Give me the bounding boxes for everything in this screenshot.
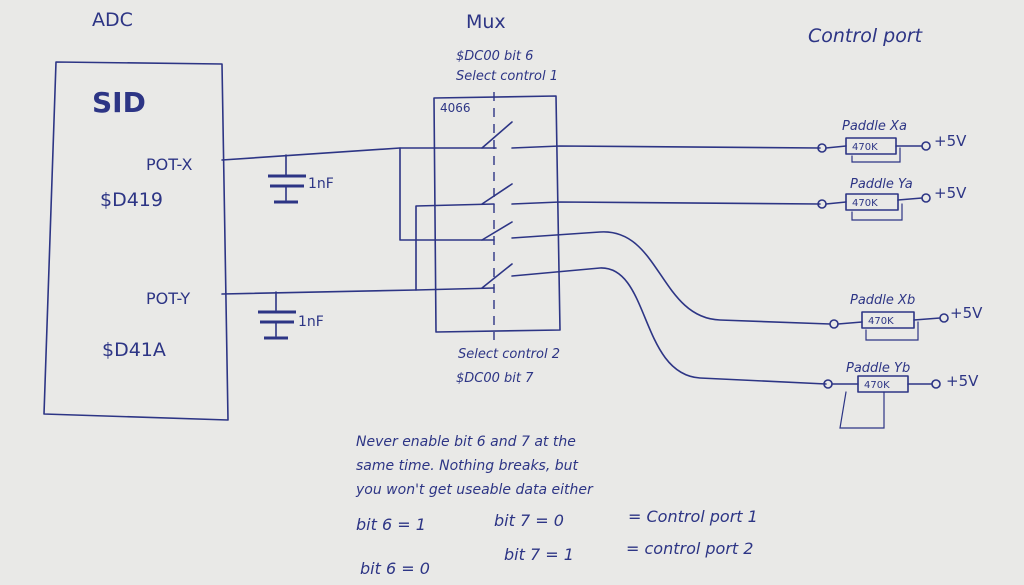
pot-x-label: POT-X [146,155,193,174]
select2-register: $DC00 bit 7 [456,371,534,386]
control-port-heading: Control port [808,25,924,47]
pot-y-address: $D41A [102,339,166,361]
truth-row2-result: = control port 2 [626,539,753,558]
cap-top-value: 1nF [308,176,334,192]
note-line-2: same time. Nothing breaks, but [356,458,579,474]
wire-to-paddle-xb [511,231,831,325]
paddle-ya-label: Paddle Ya [850,177,913,192]
truth-row1-bit6: bit 6 = 1 [356,515,426,534]
adc-heading: ADC [92,9,133,31]
paddle-ya-resistor [845,193,899,211]
sid-title: SID [92,86,146,119]
paddle-yb-resistor-value: 470K [864,380,890,391]
paddle-ya-supply: +5V [934,184,967,202]
pot-y-label: POT-Y [146,289,190,308]
paddle-xb-supply-lead [913,317,941,321]
paddle-ya-supply-lead [897,197,923,201]
paddle-xb-label: Paddle Xb [850,293,915,308]
select1-label: Select control 1 [456,69,558,84]
wire-to-paddle-ya [511,201,821,205]
switch-xb [481,221,513,241]
pot-y-wire [221,287,495,295]
paddle-yb-label: Paddle Yb [846,361,910,376]
truth-row2-bit7: bit 7 = 1 [504,545,574,564]
sid-chip-outline [43,61,229,421]
select1-register: $DC00 bit 6 [456,49,533,64]
paddle-xa-label: Paddle Xa [842,119,907,134]
paddle-xb-supply-terminal [939,313,949,323]
pot-x-wire [221,147,497,161]
note-line-3: you won't get useable data either [355,482,594,498]
switch-ya [481,183,513,205]
paddle-xa-supply: +5V [934,132,967,150]
mux-chip-outline [433,95,561,333]
paddle-xb-wiper [865,321,919,341]
wire-to-paddle-yb [511,267,827,385]
paddle-xb-resistor-value: 470K [868,316,894,327]
paddle-yb-supply-terminal [931,379,941,389]
paddle-xa-lead [825,145,847,149]
switch-xa [481,121,513,149]
paddle-xb-terminal [829,319,839,329]
paddle-xb-lead [837,321,863,325]
paddle-yb-supply: +5V [946,372,979,390]
wire-to-paddle-xa [511,145,821,149]
switch-yb [481,263,513,289]
paddle-xb-supply: +5V [950,304,983,322]
paddle-yb-wiper [839,391,885,429]
cap-bottom-value: 1nF [298,314,324,330]
paddle-ya-resistor-value: 470K [852,198,878,209]
truth-row1-bit7: bit 7 = 0 [494,511,564,530]
paddle-xa-supply-terminal [921,141,931,151]
select2-label: Select control 2 [458,347,560,362]
paddle-ya-supply-terminal [921,193,931,203]
pot-x-branch-wire [399,147,495,241]
pot-x-address: $D419 [100,189,163,211]
mux-heading: Mux [466,11,506,33]
truth-row1-result: = Control port 1 [628,507,758,526]
mux-chip-number: 4066 [440,101,471,115]
note-line-1: Never enable bit 6 and 7 at the [356,434,576,450]
paddle-xa-wiper [851,147,901,163]
pot-y-branch-wire [415,203,495,291]
paddle-ya-lead [825,201,847,205]
paddle-ya-wiper [851,203,903,221]
paddle-xa-resistor-value: 470K [852,142,878,153]
truth-row2-bit6: bit 6 = 0 [360,559,430,578]
